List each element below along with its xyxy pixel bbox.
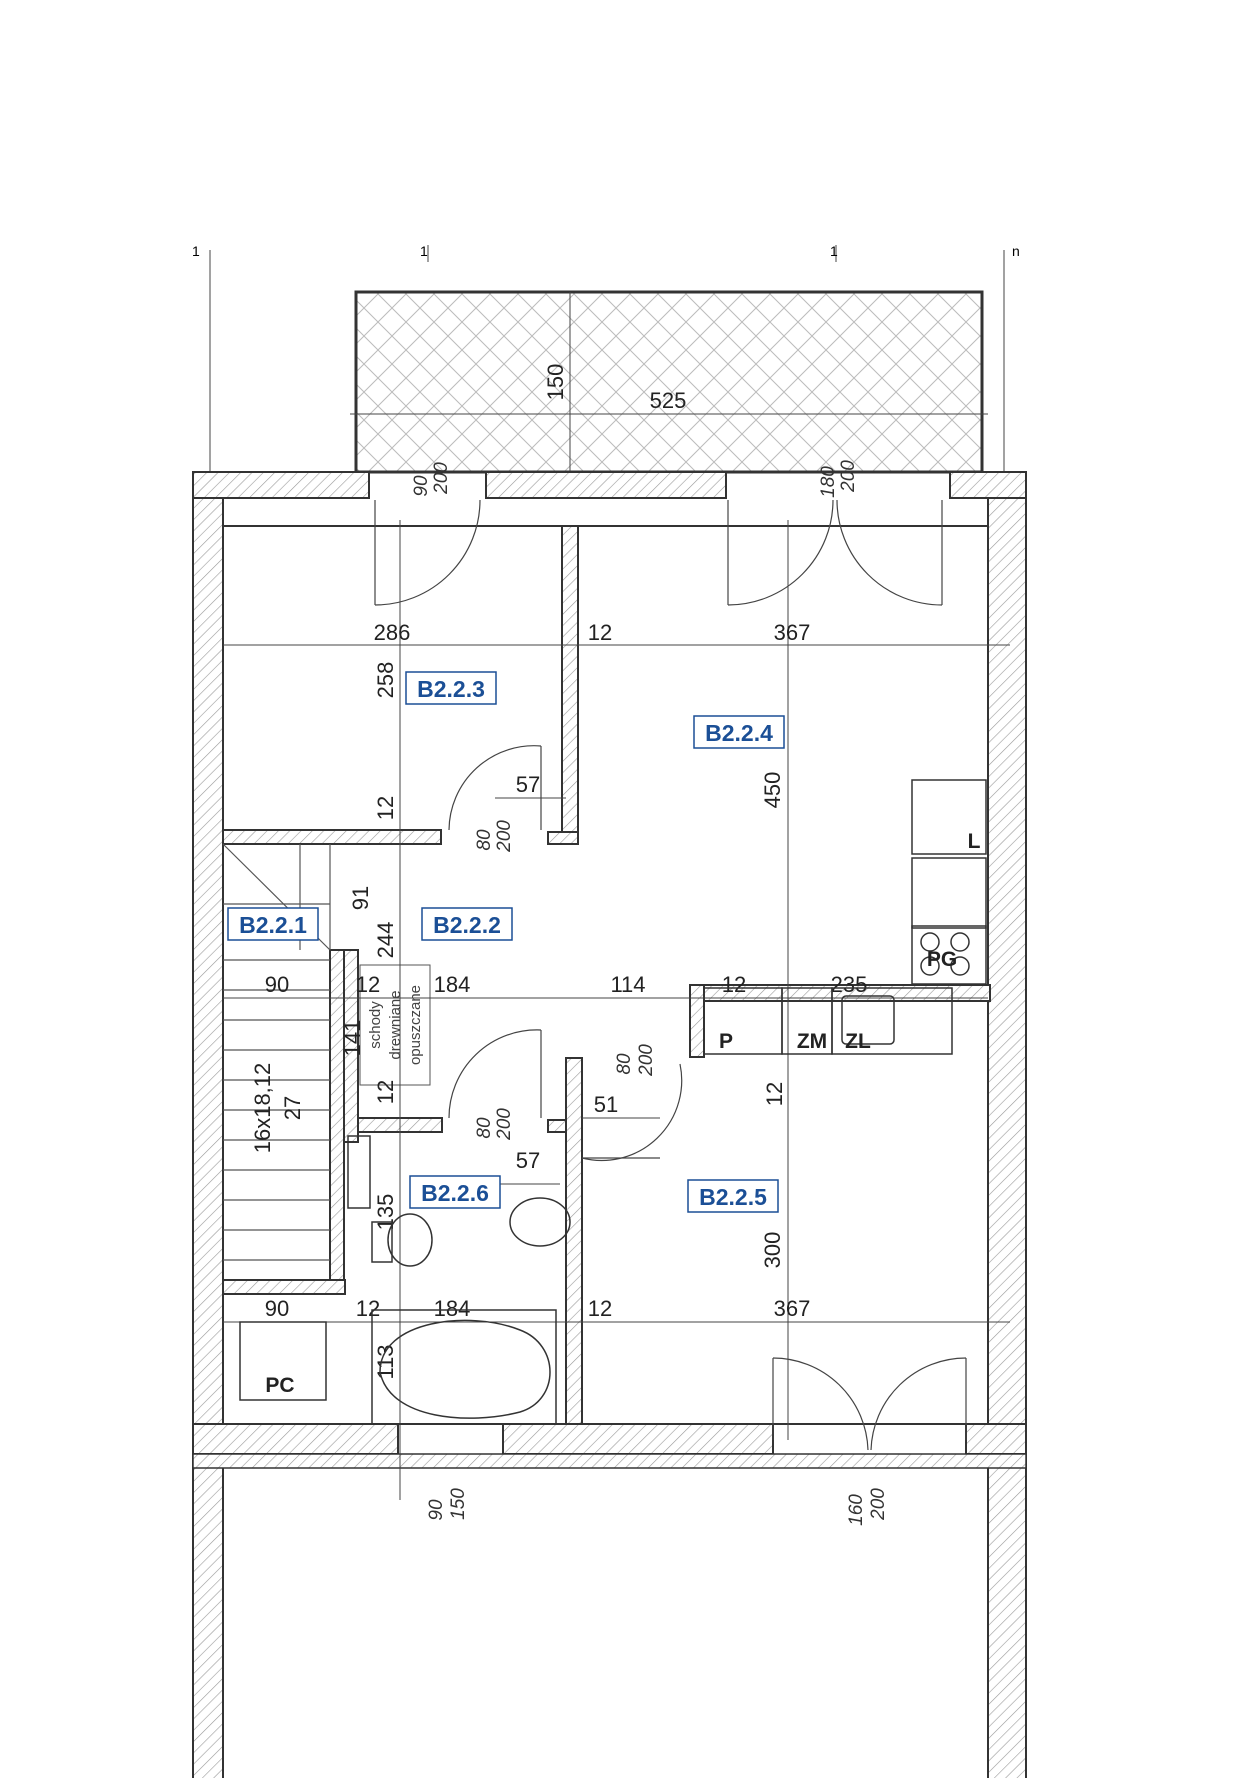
door2-height: 200 xyxy=(838,460,859,493)
dim-b223-wall: 12 xyxy=(373,796,398,820)
svg-text:B2.2.2: B2.2.2 xyxy=(433,912,501,938)
svg-text:B2.2.3: B2.2.3 xyxy=(417,676,485,702)
door5-height: 200 xyxy=(494,1108,515,1141)
dim-bath-depth-lower: 113 xyxy=(373,1344,398,1379)
dim-stair-landing: 91 xyxy=(348,886,373,910)
dim-b223-depth: 258 xyxy=(373,662,398,699)
door6-width: 160 xyxy=(846,1494,867,1526)
room-label-b225: B2.2.5 xyxy=(687,1179,779,1213)
room-label-b221: B2.2.1 xyxy=(227,907,319,941)
outer-walls xyxy=(192,471,1027,1778)
dim-kitchen-width: 235 xyxy=(831,972,868,997)
dim-bottom-wall-2: 12 xyxy=(588,1296,612,1321)
dim-hall-depth: 244 xyxy=(373,922,398,959)
dim-hall-width: 184 xyxy=(434,972,471,997)
door1-height: 200 xyxy=(431,462,452,495)
grid-mark-1: 1 xyxy=(192,243,200,259)
dim-b224-width: 367 xyxy=(774,620,811,645)
dim-stair-steps: 16x18,12 xyxy=(250,1063,275,1154)
dim-stair-wall: 12 xyxy=(356,972,380,997)
door4-width: 80 xyxy=(614,1053,635,1075)
dim-b225-depth: 300 xyxy=(760,1232,785,1269)
room-outlines xyxy=(223,525,988,1425)
dim-b225-door-offset: 51 xyxy=(594,1092,618,1117)
room-label-b222: B2.2.2 xyxy=(421,907,513,941)
dim-stair-wall-depth: 141 xyxy=(340,1020,365,1057)
dim-balcony-width: 525 xyxy=(650,388,687,413)
dim-stair-tread: 27 xyxy=(280,1096,305,1120)
room-label-b226: B2.2.6 xyxy=(409,1175,501,1209)
dim-bottom-wall-1: 12 xyxy=(356,1296,380,1321)
dim-b226-door-offset: 57 xyxy=(516,1148,540,1173)
svg-text:B2.2.6: B2.2.6 xyxy=(421,1180,489,1206)
fixture-fridge-label: L xyxy=(968,830,981,853)
grid-mark-4: n xyxy=(1012,243,1020,259)
dim-top-wall: 12 xyxy=(588,620,612,645)
fixture-sink-label: ZL xyxy=(845,1030,871,1053)
dim-kitchen-offset: 114 xyxy=(610,972,645,997)
stair-note-line3: opuszczane xyxy=(407,985,424,1065)
window1-height: 150 xyxy=(448,1488,469,1520)
door5-width: 80 xyxy=(474,1117,495,1139)
dim-bottom-left-width: 90 xyxy=(265,1296,289,1321)
fixture-boiler-label: PC xyxy=(265,1374,294,1397)
room-label-b224: B2.2.4 xyxy=(693,715,785,749)
stair-note-line2: drewniane xyxy=(387,990,404,1059)
door4-height: 200 xyxy=(636,1044,657,1077)
grid-mark-3: 1 xyxy=(830,243,838,259)
dim-bath-width: 184 xyxy=(434,1296,471,1321)
fixture-pantry-label: P xyxy=(719,1030,733,1053)
outer-cladding xyxy=(192,1453,1027,1469)
dim-b223-door-offset: 57 xyxy=(516,772,540,797)
dim-b225-top-wall: 12 xyxy=(762,1082,787,1106)
room-label-b223: B2.2.3 xyxy=(405,671,497,705)
svg-text:B2.2.1: B2.2.1 xyxy=(239,912,307,938)
fixture-dishwasher-label: ZM xyxy=(797,1030,827,1053)
dim-kitchen-wall: 12 xyxy=(722,972,746,997)
window1-width: 90 xyxy=(426,1499,447,1521)
dim-bath-top-wall: 12 xyxy=(373,1080,398,1104)
door1-width: 90 xyxy=(411,475,432,497)
door-swings xyxy=(374,499,967,1451)
dim-b223-width: 286 xyxy=(374,620,411,645)
dim-stair-width: 90 xyxy=(265,972,289,997)
svg-text:B2.2.4: B2.2.4 xyxy=(705,720,773,746)
partition-walls xyxy=(222,525,991,1425)
stair-note-line1: schody xyxy=(367,1001,384,1049)
kitchen-fixtures xyxy=(703,779,987,1055)
dim-b224-depth: 450 xyxy=(760,772,785,809)
door3-width: 80 xyxy=(474,829,495,851)
door2-width: 180 xyxy=(818,466,839,498)
dim-balcony-depth: 150 xyxy=(543,364,568,401)
staircase xyxy=(222,843,331,1261)
bathroom-fixtures xyxy=(239,1135,571,1425)
grid-mark-2: 1 xyxy=(420,243,428,259)
balcony xyxy=(350,290,988,474)
fixture-stove-label: PG xyxy=(927,948,957,971)
door6-height: 200 xyxy=(868,1488,889,1521)
dim-b225-width: 367 xyxy=(774,1296,811,1321)
svg-text:B2.2.5: B2.2.5 xyxy=(699,1184,767,1210)
dim-bath-depth-upper: 135 xyxy=(373,1194,398,1231)
stair-note-box xyxy=(359,964,431,1086)
door3-height: 200 xyxy=(494,820,515,853)
